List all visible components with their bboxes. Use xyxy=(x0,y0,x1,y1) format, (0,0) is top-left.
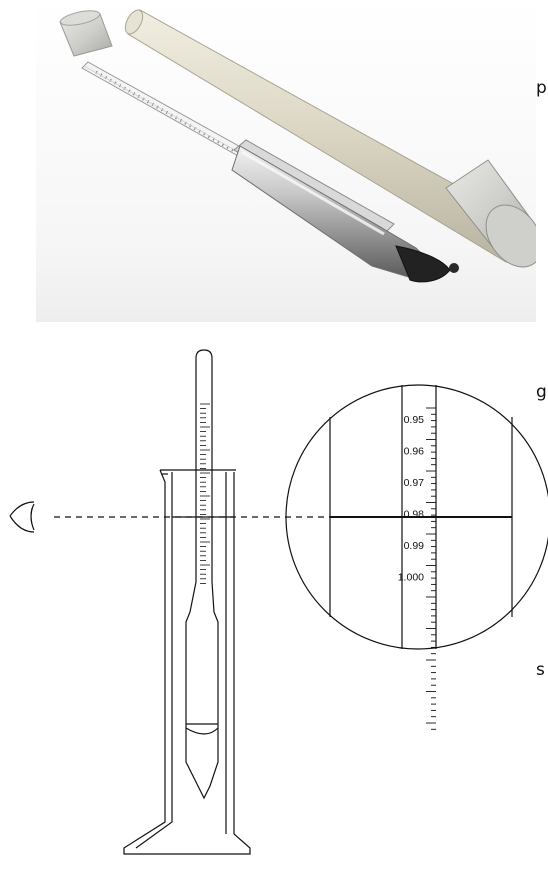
magnifier-scale-label: 0.96 xyxy=(404,446,425,458)
edge-letter-middle: g xyxy=(536,382,547,402)
edge-letter-top: p xyxy=(536,78,547,98)
magnifier-scale-label: 0.99 xyxy=(404,540,425,552)
magnifier-scale-label: 1.000 xyxy=(398,572,424,584)
hydrometer-bulb xyxy=(231,139,459,283)
magnifier-scale-ticks xyxy=(426,407,436,730)
hydrometer-product-photo xyxy=(36,0,536,322)
hydrometer-drawing xyxy=(185,349,219,800)
magnifier-scale-labels: 0.95 0.96 0.97 0.98 0.99 1.000 xyxy=(398,414,424,584)
large-cap xyxy=(445,159,536,268)
graduated-cylinder xyxy=(123,469,251,855)
magnifier-scale-label: 0.97 xyxy=(404,477,425,489)
magnifier-scale-label: 0.98 xyxy=(404,509,425,521)
magnifier-scale-label: 0.95 xyxy=(404,414,425,426)
edge-letter-bottom: s xyxy=(536,660,545,680)
meniscus-reading-diagram: 0.95 0.96 0.97 0.98 0.99 1.000 xyxy=(9,349,548,855)
magnifier-view xyxy=(285,384,548,730)
small-cap xyxy=(59,10,113,57)
eye-icon xyxy=(9,501,35,533)
hydrometer-stem-ticks xyxy=(200,403,210,584)
